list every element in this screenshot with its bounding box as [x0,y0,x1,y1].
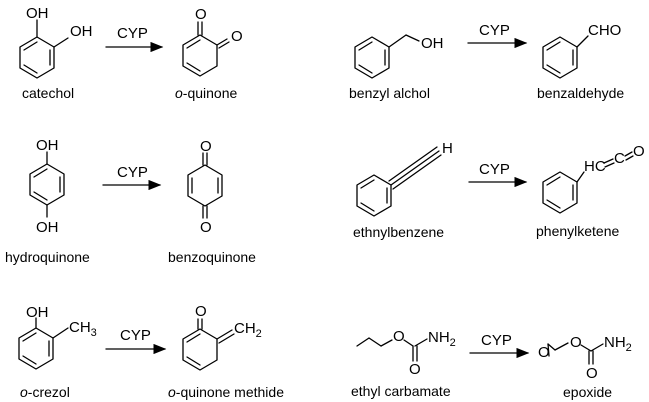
arrow-4-label: CYP [479,161,510,178]
benzoquinone-o-1: O [200,138,212,155]
o-quinone-o-2: O [231,28,243,45]
ethynylbenzene-label: ethnylbenzene [353,224,444,240]
catechol-oh-1: OH [26,5,49,22]
benzaldehyde-structure: CHO [542,22,621,79]
hydroquinone-oh-2: OH [36,219,59,236]
epoxide-ring-o: O [538,344,550,361]
benzyl-alcohol-oh: OH [421,35,444,52]
ethyl-carbamate-o-ester: O [393,328,405,345]
benzoquinone-structure: O O [187,138,223,236]
hydroquinone-structure: OH OH [29,137,65,236]
phenylketene-structure: HC C O [542,143,645,214]
o-cresol-ch3: CH3 [69,319,97,339]
catechol-label: catechol [22,85,74,101]
phenylketene-o: O [633,143,645,160]
o-quinone-label: o-quinone [175,85,238,101]
arrow-5-label: CYP [120,327,151,344]
arrow-1-label: CYP [117,25,148,42]
benzoquinone-label: benzoquinone [168,249,256,265]
arrow-3: CYP [102,164,162,191]
phenylketene-hc: HC [584,158,606,175]
epoxide-o-carbonyl: O [586,365,598,382]
benzoquinone-o-2: O [200,219,212,236]
hydroquinone-oh-1: OH [36,137,59,154]
epoxide-label: epoxide [563,384,612,400]
ethyl-carbamate-label: ethyl carbamate [351,383,451,399]
benzaldehyde-cho: CHO [588,22,621,39]
o-quinone-structure: O O [182,6,243,77]
benzaldehyde-label: benzaldehyde [537,85,624,101]
o-quinone-methide-label: o-quinone methide [168,384,284,400]
o-cresol-structure: OH CH3 [18,304,97,370]
arrow-1: CYP [105,25,164,53]
ethynylbenzene-structure: H [356,140,453,217]
benzyl-alcohol-label: benzyl alchol [349,85,430,101]
benzyl-alcohol-structure: OH [354,34,444,79]
arrow-6-label: CYP [481,332,512,349]
phenylketene-label: phenylketene [536,223,620,239]
arrow-2-label: CYP [479,22,510,39]
o-quinone-o-1: O [195,6,207,23]
o-quinone-methide-o: O [195,303,207,320]
arrow-4: CYP [468,161,528,188]
ethynylbenzene-h: H [442,140,453,157]
epoxide-o-ester: O [570,334,582,351]
catechol-oh-2: OH [70,23,93,40]
ethyl-carbamate-o-carbonyl: O [409,361,421,378]
ethyl-carbamate-nh2: NH2 [428,329,456,349]
arrow-3-label: CYP [117,164,148,181]
epoxide-structure: O O O NH2 [538,334,632,382]
arrow-6: CYP [469,332,530,359]
catechol-structure: OH OH [19,5,93,79]
epoxide-nh2: NH2 [604,334,632,354]
arrow-2: CYP [467,22,528,49]
o-cresol-label: o-crezol [20,384,70,400]
arrow-5: CYP [105,327,167,355]
ethyl-carbamate-structure: O O NH2 [356,328,456,378]
o-quinone-methide-structure: O CH2 [182,303,262,371]
o-cresol-oh: OH [26,304,49,321]
o-quinone-methide-ch2: CH2 [234,320,262,340]
phenylketene-c: C [614,150,625,167]
hydroquinone-label: hydroquinone [5,249,90,265]
